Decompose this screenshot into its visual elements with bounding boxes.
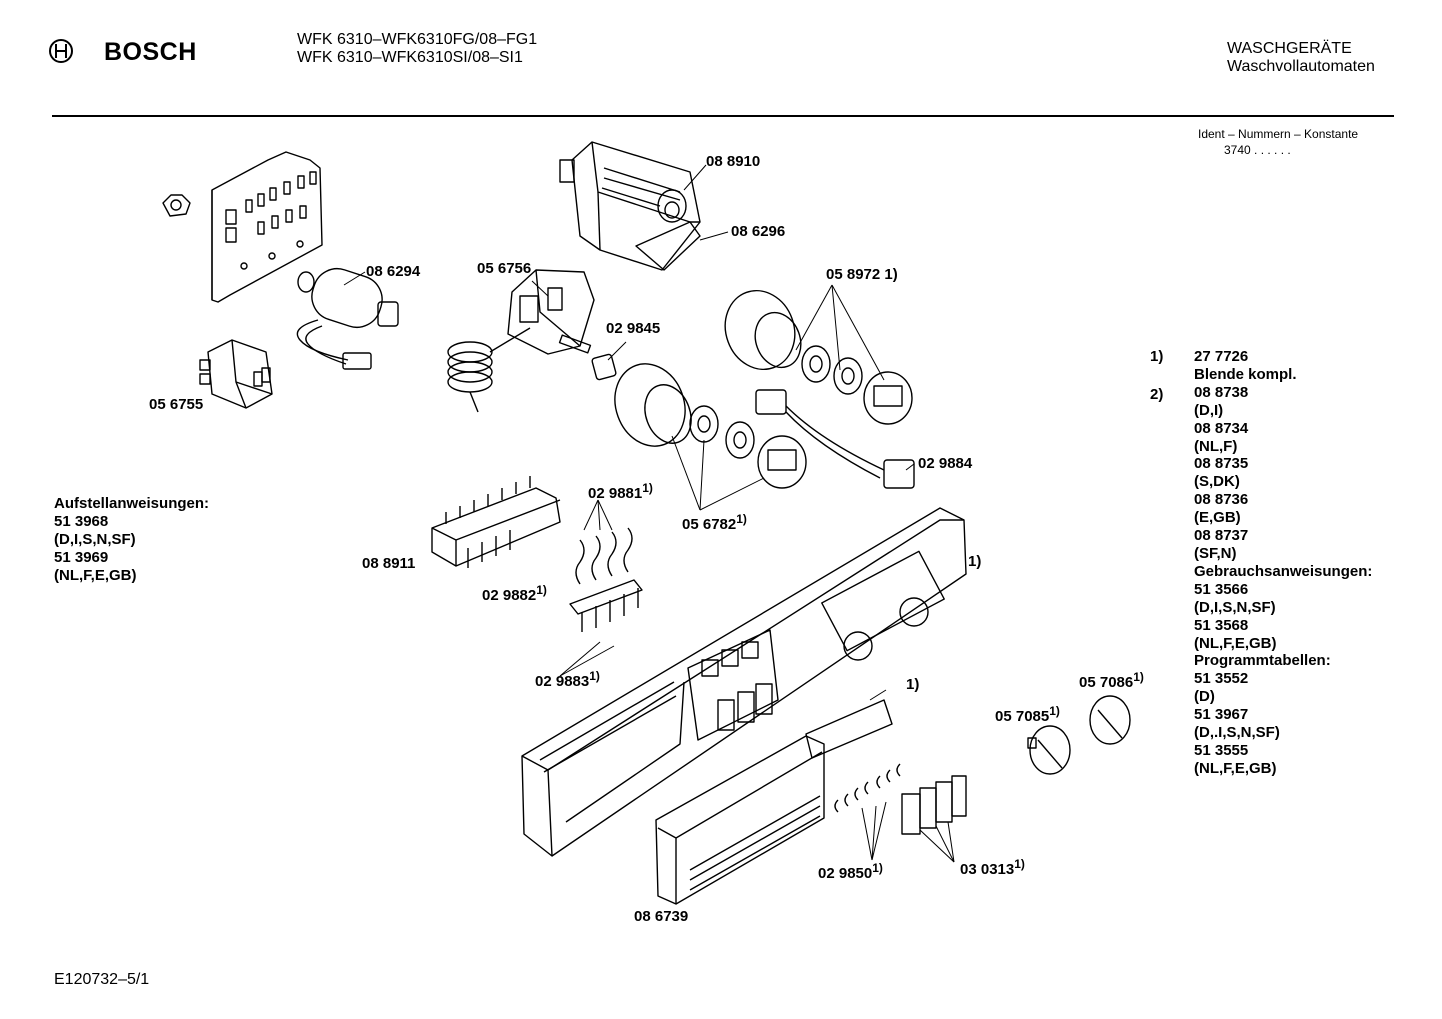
part-label-088910: 08 8910 bbox=[706, 153, 761, 170]
panel-door-part bbox=[655, 735, 825, 905]
nut-part bbox=[162, 194, 191, 217]
part-label-056756: 05 6756 bbox=[477, 260, 532, 277]
part-label-029850: 02 98501) bbox=[818, 861, 883, 882]
part-label-086296: 08 6296 bbox=[731, 223, 786, 240]
shaft-connector-part bbox=[558, 334, 617, 381]
part-label-058972: 05 8972 1) bbox=[826, 266, 898, 283]
document-id: E120732–5/1 bbox=[54, 971, 150, 988]
leader-lines bbox=[343, 164, 955, 863]
interference-suppressor-part bbox=[199, 339, 273, 409]
mounting-plate-part bbox=[211, 151, 323, 303]
manual-title: Gebrauchsanweisungen: bbox=[1194, 562, 1373, 580]
part-label-029884: 02 9884 bbox=[918, 455, 973, 472]
knob-bezel-upper-part bbox=[724, 289, 802, 371]
part-label-030313: 03 03131) bbox=[960, 857, 1025, 878]
push-buttons-part bbox=[901, 775, 967, 835]
footnote-1-marker: 1) bbox=[1150, 348, 1164, 365]
footnote-2-marker: 2) bbox=[1150, 386, 1164, 403]
program-switch-part bbox=[559, 141, 701, 271]
selector-knob-right-part bbox=[1089, 695, 1131, 745]
install-title: Aufstellanweisungen: bbox=[54, 495, 210, 512]
contact-springs-part bbox=[575, 527, 633, 585]
coil-spring-part bbox=[447, 327, 531, 413]
part-label-056755: 05 6755 bbox=[149, 396, 204, 413]
part-label-056782: 05 67821) bbox=[682, 512, 747, 533]
part-label-029845: 02 9845 bbox=[606, 320, 661, 337]
button-springs-part bbox=[834, 763, 901, 813]
ident-value: 3740 . . . . . . bbox=[1224, 143, 1291, 157]
brand-name: BOSCH bbox=[104, 38, 197, 66]
part-label-086294: 08 6294 bbox=[366, 263, 421, 280]
part-label-086739: 08 6739 bbox=[634, 908, 689, 925]
part-label-029883: 02 98831) bbox=[535, 669, 600, 690]
model-line-2: WFK 6310–WFK6310SI/08–SI1 bbox=[297, 49, 523, 66]
model-line-1: WFK 6310–WFK6310FG/08–FG1 bbox=[297, 31, 538, 48]
knob-discs-part bbox=[689, 345, 863, 459]
display-strip-part bbox=[805, 699, 893, 759]
ident-title: Ident – Nummern – Konstante bbox=[1198, 127, 1359, 141]
selector-knob-left-part bbox=[1027, 725, 1071, 775]
footnote-list: 27 7726 Blende kompl. 08 8738 (D,I) 08 8… bbox=[1194, 348, 1373, 777]
install-instructions: Aufstellanweisungen: 51 3968 (D,I,S,N,SF… bbox=[54, 495, 210, 584]
program-title: Programmtabellen: bbox=[1194, 652, 1331, 670]
wire-connector-part bbox=[755, 389, 915, 489]
part-label-strip-fn: 1) bbox=[906, 676, 920, 693]
contact-strip-part bbox=[569, 579, 643, 632]
knob-bezel-lower-part bbox=[614, 363, 692, 447]
category-subtitle: Waschvollautomaten bbox=[1227, 58, 1375, 75]
capacitor-part bbox=[296, 267, 399, 370]
knob-drives-part bbox=[757, 371, 913, 489]
part-label-088911: 08 8911 bbox=[362, 555, 416, 572]
part-label-029882: 02 98821) bbox=[482, 583, 547, 604]
category-title: WASCHGERÄTE bbox=[1227, 40, 1352, 57]
control-panel-frame-part bbox=[521, 507, 967, 857]
part-label-057085: 05 70851) bbox=[995, 704, 1060, 725]
bosch-logo-icon bbox=[48, 38, 74, 64]
header-divider bbox=[52, 115, 1394, 117]
part-label-057086: 05 70861) bbox=[1079, 670, 1144, 691]
part-label-029881: 02 98811) bbox=[588, 481, 653, 502]
part-label-panel-fn: 1) bbox=[968, 553, 982, 570]
terminal-block-part bbox=[431, 476, 561, 568]
